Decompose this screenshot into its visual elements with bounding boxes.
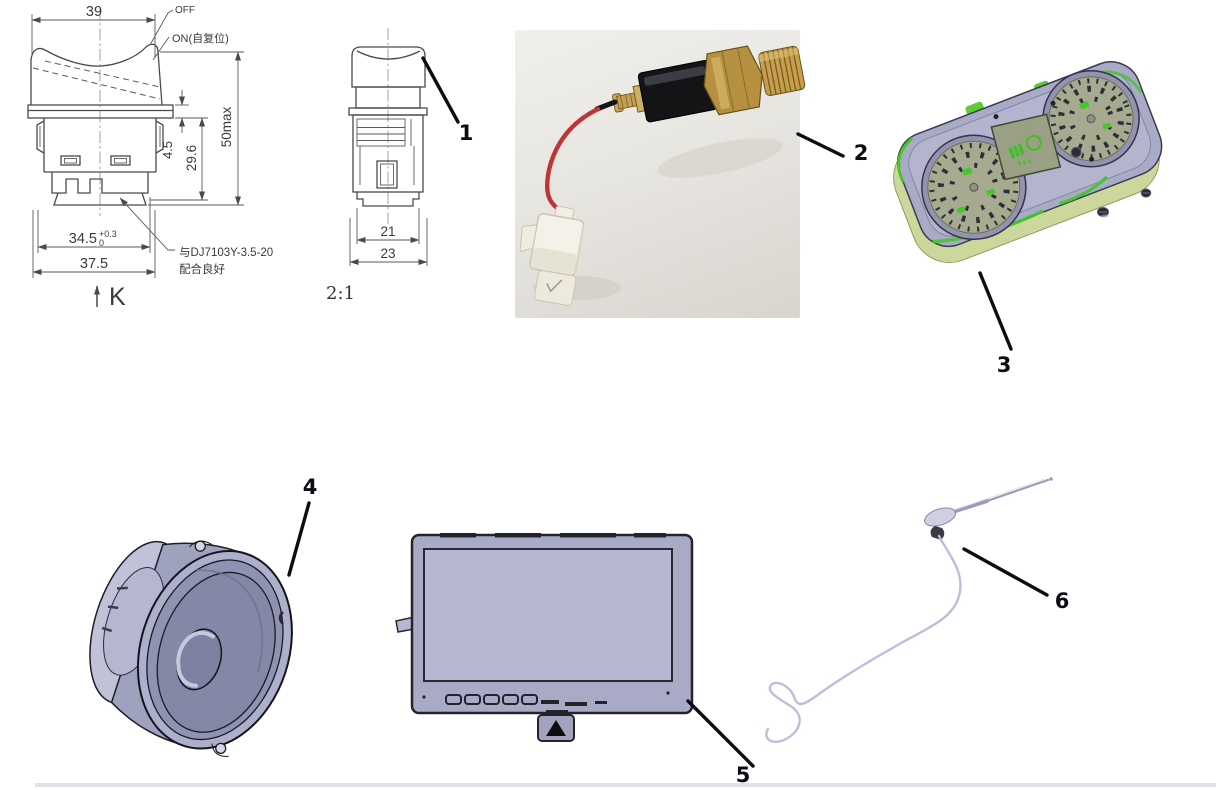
on-leader	[152, 36, 170, 61]
scale-label: 2:1	[326, 283, 355, 304]
leader-2	[796, 132, 845, 158]
left-clip	[36, 120, 45, 154]
button	[464, 694, 481, 705]
front-view-dimensions	[31, 9, 244, 307]
rocker-alt-position-dash	[32, 67, 161, 100]
bottom-divider-line	[35, 783, 1216, 787]
loose-screw-2	[1140, 188, 1152, 198]
sensor-body	[612, 45, 806, 123]
fit-note-line2: 配合良好	[179, 262, 225, 276]
button	[445, 694, 462, 705]
terminal-window	[110, 155, 131, 166]
green-accent	[1058, 175, 1108, 206]
display-monitor-render	[395, 533, 694, 742]
dim-4-5: 4.5	[160, 141, 175, 159]
right-gauge	[1042, 69, 1140, 168]
rod-tip	[1049, 477, 1053, 481]
right-clip	[155, 120, 164, 154]
tol-upper: +0.3	[99, 229, 117, 239]
bezel	[27, 104, 174, 119]
center-lcd	[990, 113, 1062, 181]
side-view-dimensions	[349, 208, 428, 266]
speaker-body	[89, 540, 293, 757]
bottom-comb	[44, 171, 156, 194]
face-screw	[1050, 100, 1056, 106]
antenna-base	[924, 507, 956, 527]
loose-screw-1	[1097, 207, 1109, 218]
switch-side-view	[348, 28, 428, 224]
oil-pressure-sensor-photo	[515, 30, 806, 318]
terminal-window	[60, 155, 81, 166]
dim-34-5: 34.5	[69, 231, 97, 247]
off-leader	[149, 9, 174, 46]
button	[502, 694, 519, 705]
antenna-connector	[930, 526, 945, 540]
side-flange	[356, 192, 420, 207]
label-off: OFF	[175, 5, 195, 16]
dim-50max: 50max	[219, 106, 234, 147]
button	[521, 694, 538, 705]
front-buttons	[445, 694, 538, 705]
side-body	[352, 114, 424, 193]
dim-23: 23	[380, 246, 395, 261]
tol-lower: 0	[99, 238, 104, 248]
dim-21: 21	[380, 224, 395, 239]
side-rocker-cap	[351, 46, 426, 88]
stray-mark	[278, 611, 284, 625]
screen	[423, 548, 673, 682]
fit-note-line1: 与DJ7103Y-3.5-20	[179, 246, 273, 259]
antenna-rod-upper	[985, 478, 1050, 503]
callout-label-3: 3	[996, 353, 1012, 377]
fit-note-leader	[119, 197, 175, 251]
speaker-render	[89, 540, 293, 757]
face-screw	[1089, 156, 1095, 162]
button	[483, 694, 500, 705]
cluster-button	[1070, 146, 1082, 158]
top-edge-dashes	[440, 533, 666, 538]
dim-39: 39	[86, 4, 102, 20]
rear-vents	[101, 586, 128, 633]
callout-label-5: 5	[735, 763, 751, 787]
dim-29-6: 29.6	[184, 145, 199, 171]
green-accent	[897, 136, 914, 183]
red-wire	[545, 106, 601, 213]
callout-label-2: 2	[853, 141, 869, 165]
switch-front-view	[27, 8, 174, 216]
rocker-button-outline	[30, 43, 163, 106]
heat-shrink	[594, 99, 618, 112]
dust-cap-highlight	[176, 630, 215, 688]
antenna-render	[765, 477, 1053, 743]
body-sides	[43, 118, 157, 172]
instrument-cluster-render	[893, 61, 1163, 263]
callout-label-4: 4	[302, 475, 318, 499]
sensor-art	[519, 45, 806, 306]
cluster-body	[893, 61, 1163, 263]
antenna-cable	[765, 534, 962, 743]
white-connector	[519, 205, 585, 306]
rocker-switch-drawing: 39 OFF ON(自复位) 4.5 29.6 50max 34.5 +0.3 …	[27, 4, 428, 311]
bottom-strip	[53, 192, 147, 206]
view-label-k: K	[109, 283, 126, 311]
dim-37-5: 37.5	[80, 256, 108, 272]
callout-label-6: 6	[1054, 589, 1070, 613]
callout-label-1: 1	[458, 121, 474, 145]
bracket-triangle	[546, 720, 566, 736]
face-screw	[993, 114, 999, 120]
side-terminal	[376, 160, 398, 189]
bottom-dashes	[422, 691, 670, 706]
rocker-alt-position-dash	[44, 60, 161, 88]
drawing-texts: 39 OFF ON(自复位) 4.5 29.6 50max 34.5 +0.3 …	[69, 4, 396, 311]
mount-hole-bottom	[215, 742, 227, 755]
label-on: ON(自复位)	[172, 31, 229, 45]
sensor-shadow	[657, 138, 783, 178]
green-accent	[1100, 70, 1143, 94]
